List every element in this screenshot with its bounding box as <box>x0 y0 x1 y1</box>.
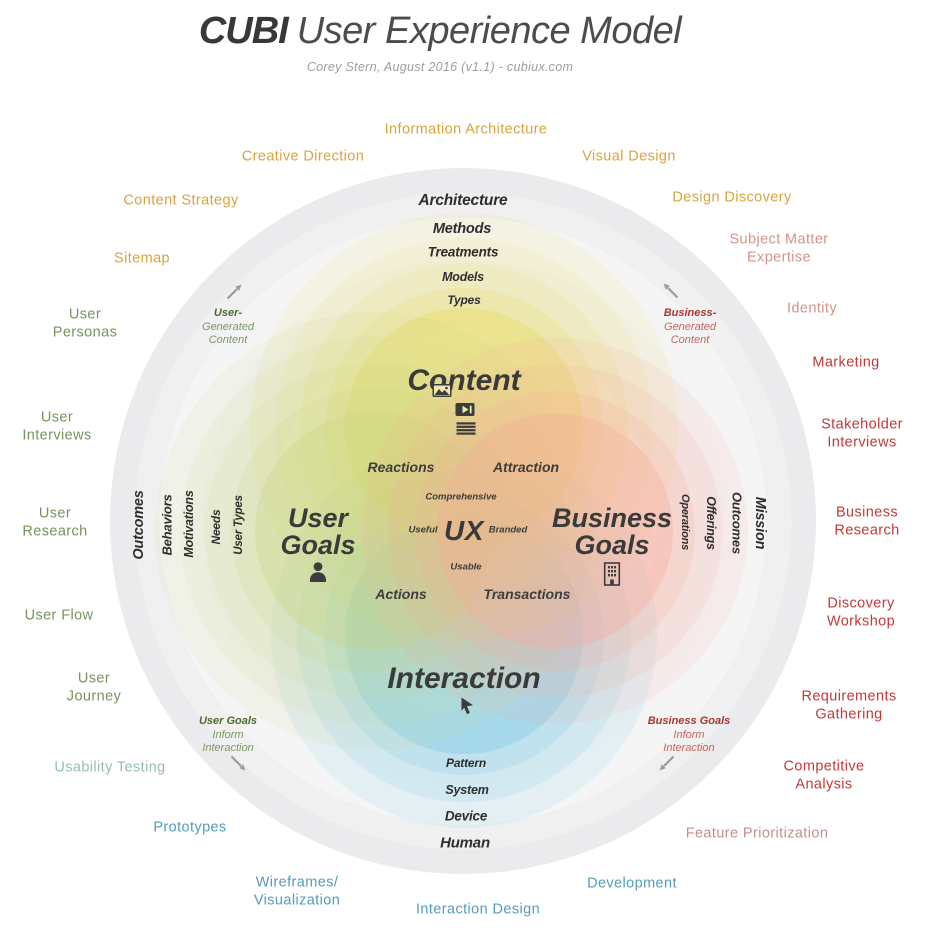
business-goals-circle-label: Business Goals <box>551 503 673 560</box>
ring-label-user-behaviors: Behaviors <box>159 494 175 556</box>
ring-label-content-treatments: Treatments <box>427 244 499 260</box>
outer-label-development: Development <box>587 875 677 892</box>
building-icon <box>603 544 621 604</box>
annotation-line: Business- <box>663 306 717 319</box>
business-generated-content-arrow-icon <box>659 279 683 303</box>
intersection-label-transactions: Transactions <box>483 586 571 602</box>
intersection-label-usable: Usable <box>450 561 482 573</box>
annotation-line: Inform <box>212 728 244 741</box>
person-icon <box>307 543 329 601</box>
ring-label-content-methods: Methods <box>432 221 492 237</box>
video-play-icon <box>455 403 475 416</box>
outer-label-usability-testing: Usability Testing <box>54 759 166 776</box>
outer-label-wireframes-visualization: Wireframes/ Visualization <box>253 874 341 909</box>
outer-label-sitemap: Sitemap <box>114 250 170 267</box>
annotation-line: Inform <box>673 728 705 741</box>
annotation-line: Generated <box>664 320 716 333</box>
title-rest: User Experience Model <box>296 10 682 52</box>
outer-label-competitive-analysis: Competitive Analysis <box>783 758 865 793</box>
annotation-line: Interaction <box>202 741 254 754</box>
ring-label-user-user-types: User Types <box>233 495 245 555</box>
ring-label-content-architecture: Architecture <box>418 192 508 209</box>
ring-label-business-offerings: Offerings <box>704 496 718 550</box>
intersection-label-comprehensive: Comprehensive <box>425 491 497 503</box>
ring-label-content-models: Models <box>442 270 484 284</box>
outer-label-prototypes: Prototypes <box>153 819 227 836</box>
intersection-label-attraction: Attraction <box>492 459 560 475</box>
outer-label-marketing: Marketing <box>812 354 880 371</box>
annotation-line: Content <box>208 333 248 346</box>
outer-label-visual-design: Visual Design <box>582 148 676 165</box>
outer-label-user-research: User Research <box>22 505 88 540</box>
ring-label-interaction-system: System <box>445 783 489 797</box>
ring-label-interaction-pattern: Pattern <box>446 756 486 770</box>
outer-label-user-personas: User Personas <box>52 306 118 341</box>
subtitle: Corey Stern, August 2016 (v1.1) - cubiux… <box>306 60 574 74</box>
content-circle-label: Content <box>407 364 521 397</box>
intersection-label-actions: Actions <box>375 586 427 602</box>
outer-label-creative-direction: Creative Direction <box>241 148 365 165</box>
ring-label-interaction-human: Human <box>440 834 490 852</box>
outer-label-information-architecture: Information Architecture <box>384 121 548 138</box>
outer-label-user-interviews: User Interviews <box>22 409 92 444</box>
outer-label-identity: Identity <box>787 300 837 317</box>
user-goals-inform-interaction-arrow-icon <box>226 751 250 775</box>
outer-label-discovery-workshop: Discovery Workshop <box>826 595 896 630</box>
outer-label-design-discovery: Design Discovery <box>672 189 792 206</box>
ring-label-business-mission: Mission <box>752 496 768 550</box>
ring-label-user-outcomes: Outcomes <box>131 490 147 560</box>
annotation-line: User- <box>213 306 243 319</box>
content-icons <box>432 366 496 441</box>
annotation-line: Interaction <box>663 741 715 754</box>
cursor-icon <box>456 678 478 736</box>
outer-label-requirements-gathering: Requirements Gathering <box>801 688 897 723</box>
ring-label-content-types: Types <box>447 293 481 307</box>
annotation-line: Content <box>670 333 710 346</box>
image-icon <box>432 384 452 397</box>
outer-label-user-flow: User Flow <box>24 607 94 624</box>
text-lines-icon <box>456 422 475 435</box>
ring-label-interaction-device: Device <box>444 808 488 824</box>
interaction-circle-label: Interaction <box>387 662 541 695</box>
outer-label-feature-prioritization: Feature Prioritization <box>685 825 829 842</box>
user-goals-circle-label: User Goals <box>280 503 356 560</box>
user-generated-content-arrow-icon <box>222 280 246 304</box>
ring-label-user-needs: Needs <box>209 509 223 545</box>
outer-label-user-journey: User Journey <box>66 670 122 705</box>
outer-label-content-strategy: Content Strategy <box>123 192 239 209</box>
ux-core-label: UX <box>444 515 484 546</box>
outer-label-stakeholder-interviews: Stakeholder Interviews <box>821 416 903 451</box>
annotation-line: User Goals <box>198 714 258 727</box>
business-goals-petal <box>362 338 748 724</box>
title-brand: CUBI <box>198 10 289 52</box>
business-goals-inform-interaction-arrow-icon <box>655 751 679 775</box>
ring-label-user-motivations: Motivations <box>182 490 196 558</box>
ring-label-business-outcomes: Outcomes <box>729 492 745 554</box>
annotation-line: Generated <box>202 320 254 333</box>
ring-label-business-operations: Operations <box>679 493 691 551</box>
intersection-label-branded: Branded <box>488 524 528 536</box>
outer-label-interaction-design: Interaction Design <box>415 901 541 918</box>
intersection-label-useful: Useful <box>408 524 438 536</box>
intersection-label-reactions: Reactions <box>367 459 435 475</box>
outer-label-subject-matter-expertise: Subject Matter Expertise <box>729 231 829 266</box>
annotation-line: Business Goals <box>647 714 731 727</box>
outer-label-business-research: Business Research <box>834 504 900 539</box>
